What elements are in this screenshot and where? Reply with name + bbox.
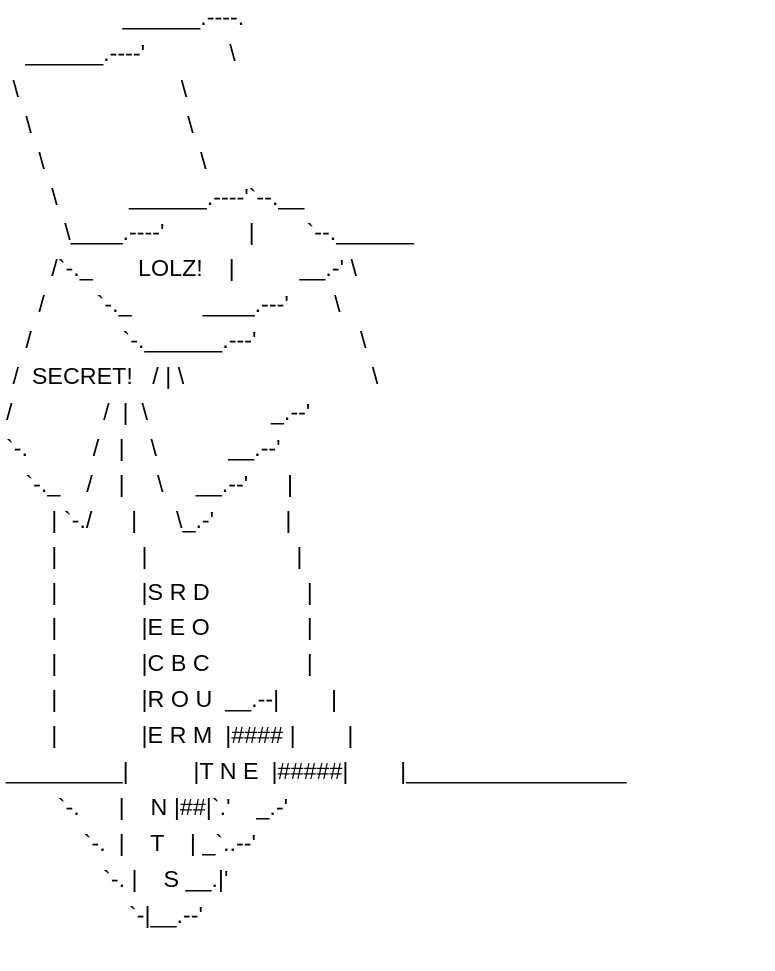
ascii-art: ______.----. ______.----' \ \ \ \ \ \ \ … bbox=[6, 0, 627, 934]
ascii-line: `-._ / | \ __.--' | bbox=[6, 470, 294, 497]
ascii-line: `-. | T | _`..--' bbox=[6, 829, 256, 856]
ascii-line: | | | bbox=[6, 542, 303, 569]
ascii-line: / / | \ _.--' bbox=[6, 398, 311, 425]
ascii-line: \ \ bbox=[6, 75, 188, 102]
ascii-line: | |C B C | bbox=[6, 650, 313, 677]
ascii-line: ______.----. bbox=[6, 4, 245, 30]
ascii-line: /`-._ LOLZ! | __.-' \ bbox=[6, 255, 357, 282]
ascii-line: / `-.______.---' \ bbox=[6, 327, 367, 354]
ascii-line: `-. | N |##|`.' _.-' bbox=[6, 793, 289, 820]
ascii-line: _________| |T N E |#####| |_____________… bbox=[6, 758, 627, 785]
ascii-line: `-|__.--' bbox=[6, 901, 203, 928]
ascii-line: \ ______.----'`--.__ bbox=[6, 183, 305, 210]
ascii-line: \ \ bbox=[6, 111, 194, 138]
ascii-line: | |S R D | bbox=[6, 578, 313, 605]
ascii-line: `-. / | \ __.--' bbox=[6, 434, 281, 461]
ascii-line: \____.----' | `--.______ bbox=[6, 219, 414, 246]
ascii-line: | `-./ | \_.-' | bbox=[6, 506, 292, 533]
ascii-line: | |R O U __.--| | bbox=[6, 686, 338, 713]
ascii-line: / SECRET! / | \ \ bbox=[6, 363, 379, 390]
ascii-line: | |E R M |#### | | bbox=[6, 722, 354, 749]
ascii-line: \ \ bbox=[6, 147, 207, 174]
ascii-line: ______.----' \ bbox=[6, 39, 236, 66]
ascii-line: / `-._ ____.---' \ bbox=[6, 291, 341, 318]
ascii-line: `-. | S __.|' bbox=[6, 865, 229, 892]
ascii-line: | |E E O | bbox=[6, 614, 313, 641]
